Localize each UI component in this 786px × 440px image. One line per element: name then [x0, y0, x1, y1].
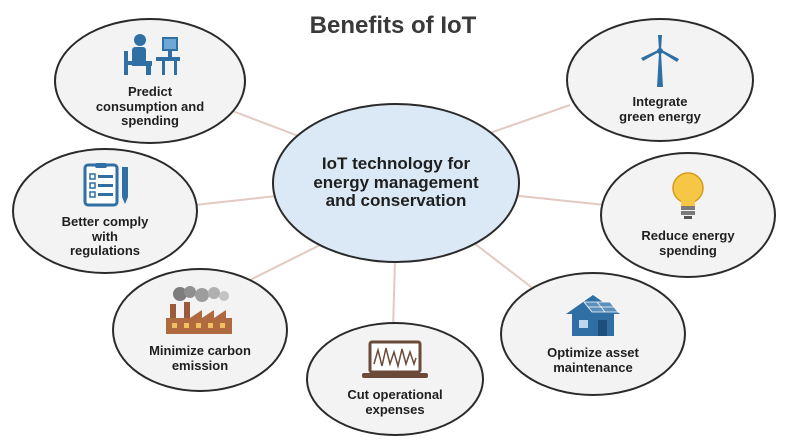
- connector-carbon: [239, 244, 321, 286]
- benefit-label: Predict consumption and spending: [95, 83, 205, 129]
- connector-reduce: [509, 194, 606, 206]
- benefit-label: Cut operational expenses: [347, 387, 443, 417]
- solar-house-icon: [566, 295, 620, 337]
- laptop-chart-icon: [362, 340, 428, 379]
- benefit-label: Reduce energy spending: [641, 228, 735, 258]
- benefit-label: Better comply with regulations: [61, 213, 149, 259]
- connector-asset: [469, 239, 536, 291]
- benefit-integrate-green-energy: Integrate green energy: [566, 18, 754, 142]
- benefit-label: Optimize asset maintenance: [547, 345, 639, 375]
- connector-comply: [194, 194, 286, 206]
- benefit-cut-operational-expenses: Cut operational expenses: [306, 322, 484, 436]
- wind-turbine-icon: [641, 35, 679, 88]
- light-bulb-icon: [672, 172, 704, 220]
- benefit-label: Integrate green energy: [619, 94, 701, 124]
- benefit-minimize-carbon-emission: Minimize carbon emission: [112, 268, 288, 392]
- factory-smoke-icon: [166, 286, 232, 335]
- benefit-comply-regulations: Better comply with regulations: [12, 148, 198, 274]
- benefit-label: Minimize carbon emission: [149, 343, 251, 373]
- benefit-optimize-asset-maintenance: Optimize asset maintenance: [500, 272, 686, 396]
- center-node: IoT technology for energy management and…: [272, 103, 520, 263]
- benefit-reduce-energy-spending: Reduce energy spending: [600, 152, 776, 278]
- person-at-computer-icon: [124, 33, 180, 75]
- diagram-title: Benefits of IoT: [309, 12, 477, 39]
- checklist-clipboard-icon: [83, 162, 128, 207]
- benefit-predict-consumption: Predict consumption and spending: [54, 18, 246, 144]
- connector-cut: [392, 259, 396, 331]
- center-label: IoT technology for energy management and…: [313, 153, 479, 211]
